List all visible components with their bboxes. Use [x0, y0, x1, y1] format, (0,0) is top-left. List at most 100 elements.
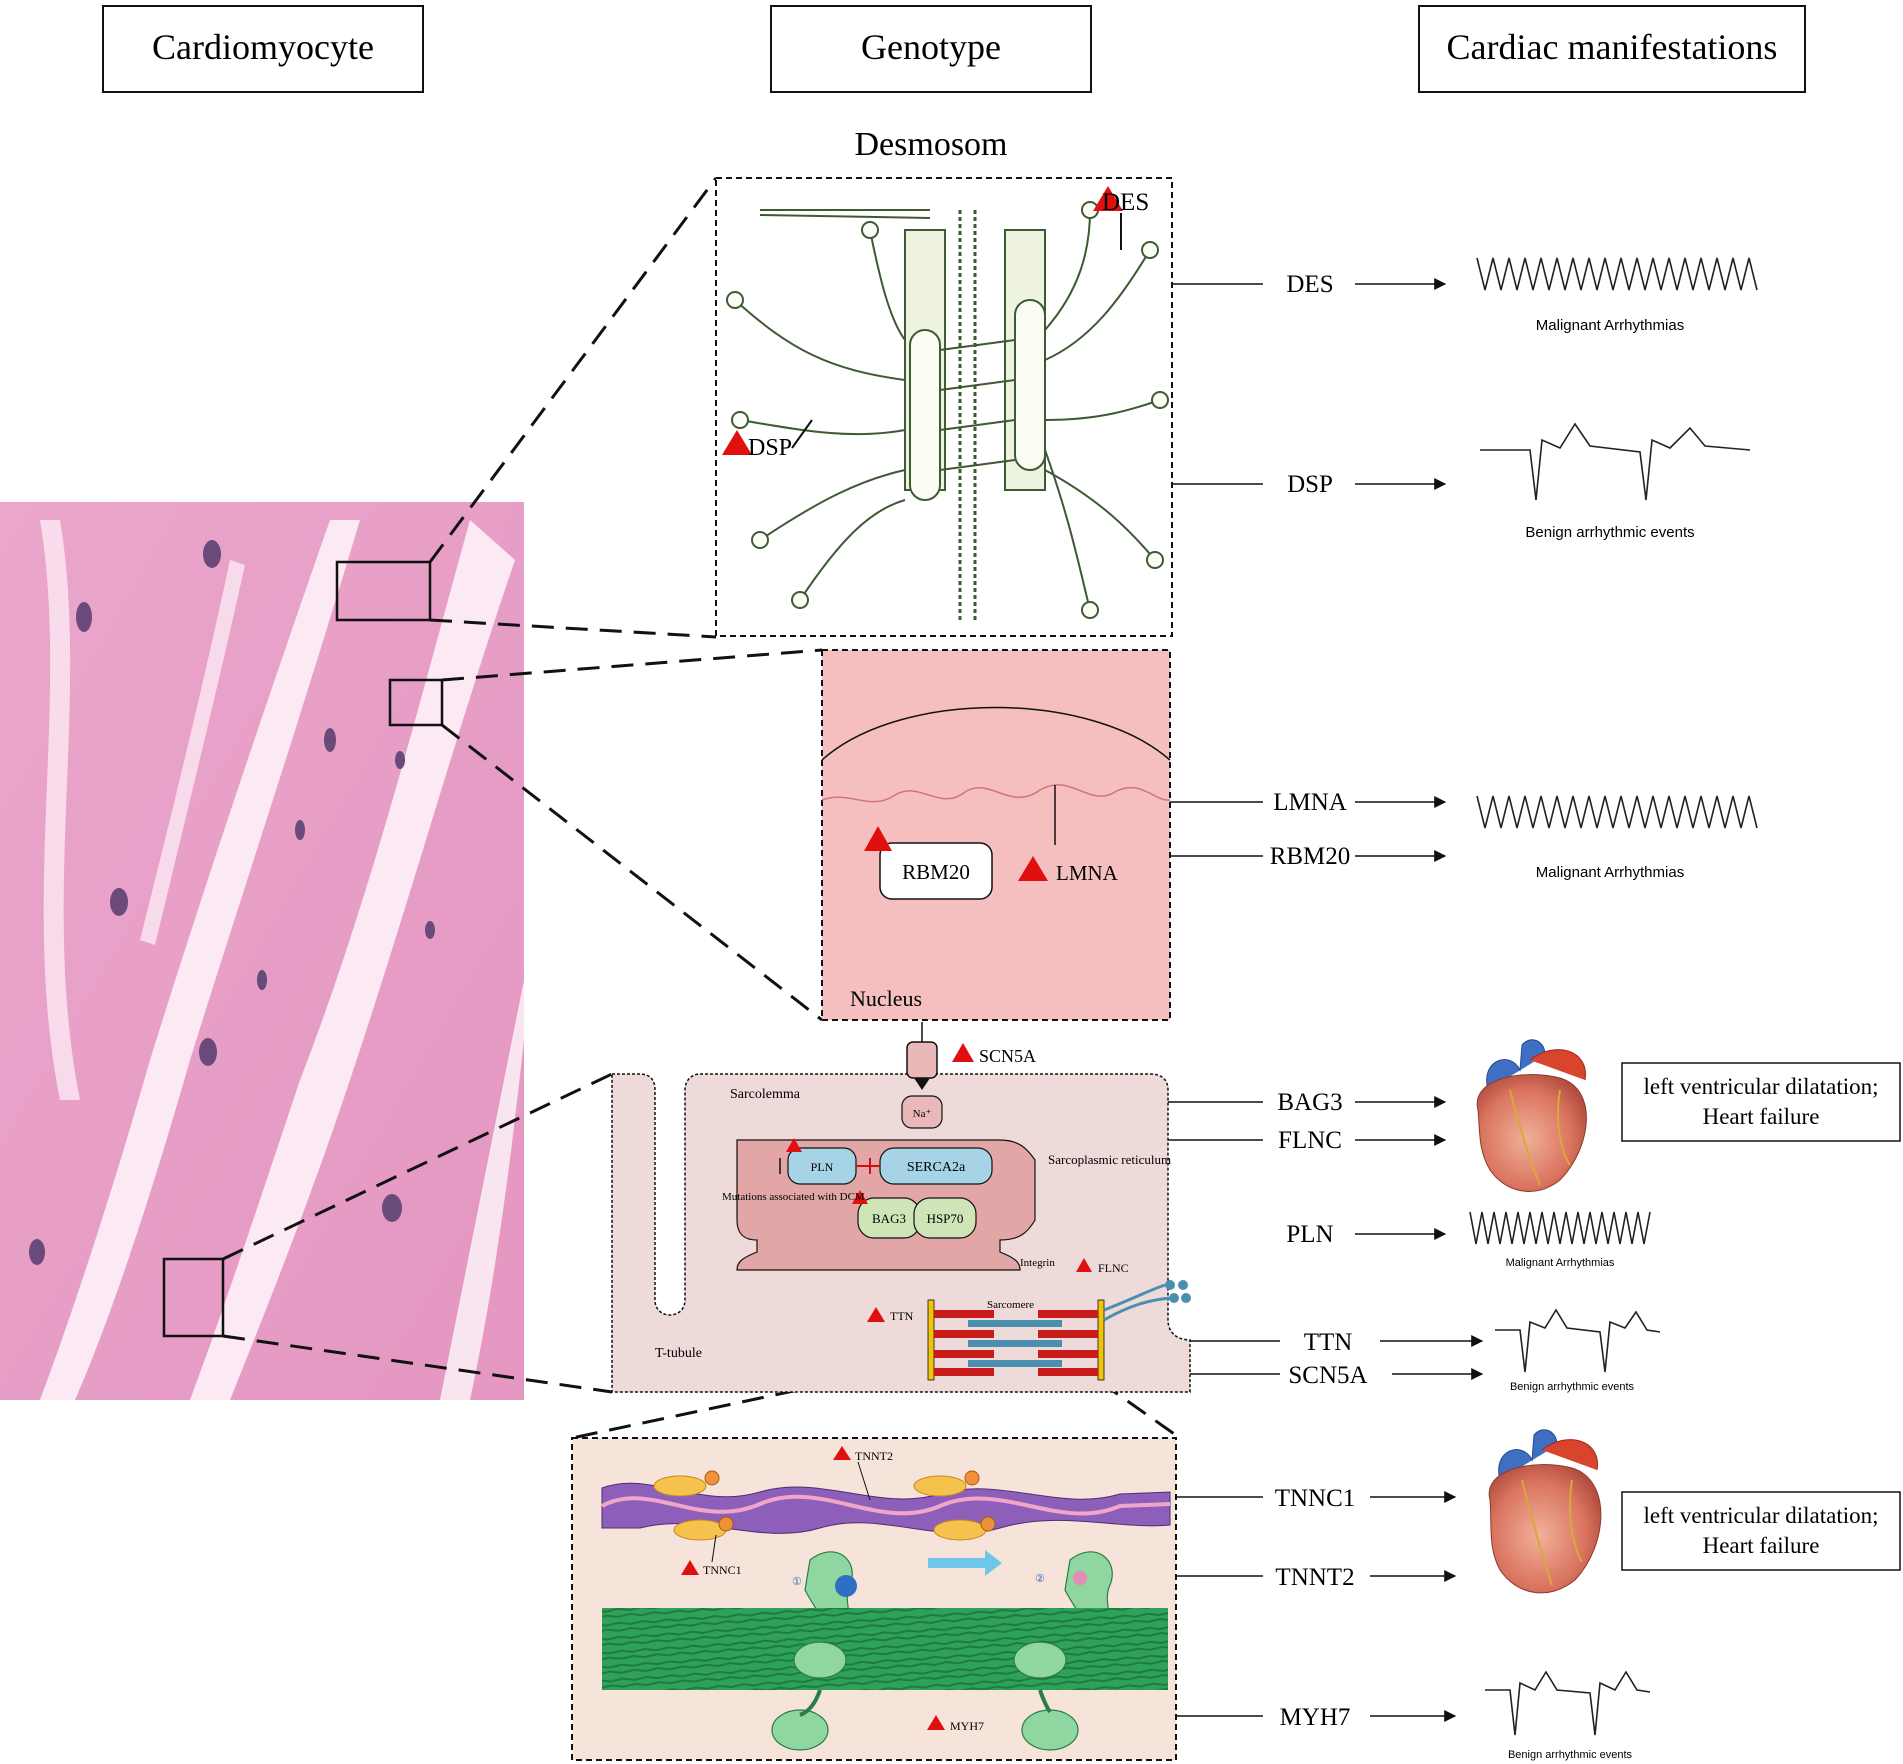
dilatation-line2: Heart failure: [1703, 1104, 1820, 1129]
header-cardiomyocyte: Cardiomyocyte: [102, 5, 424, 93]
mutation-marker-tnnt2: [833, 1446, 851, 1460]
row-gene-label: MYH7: [1280, 1704, 1351, 1731]
dilatation-line1: left ventricular dilatation;: [1643, 1074, 1878, 1099]
dilatation-box-2: left ventricular dilatation; Heart failu…: [1621, 1491, 1901, 1571]
mutation-marker-tnnc1: [681, 1560, 699, 1575]
tnnt2-marker-label: TNNT2: [855, 1449, 893, 1463]
row-gene-label: PLN: [1286, 1221, 1333, 1248]
desmosome-des-label: DES: [1102, 189, 1149, 216]
row-gene-label: TTN: [1304, 1329, 1353, 1356]
heart-illustration-2: [1488, 1429, 1602, 1594]
gene-row-rbm20: RBM20: [1170, 843, 1447, 870]
gene-row-ttn: TTN: [1190, 1329, 1484, 1356]
ecg-malignant-des: [1476, 257, 1758, 291]
t-tubule-label: T-tubule: [655, 1346, 702, 1361]
row-gene-label: TNNT2: [1275, 1564, 1354, 1591]
gene-row-pln: PLN: [1286, 1221, 1447, 1248]
caption-dsp-benign: Benign arrhythmic events: [1525, 524, 1694, 541]
mutation-marker-bag3: [852, 1190, 868, 1204]
mutation-marker-myh7: [927, 1715, 945, 1730]
mutation-marker-flnc: [1076, 1258, 1092, 1272]
gene-row-myh7: MYH7: [1176, 1704, 1457, 1731]
gene-row-dsp: DSP: [1172, 471, 1447, 498]
caption-des-malignant: Malignant Arrhythmias: [1536, 317, 1684, 334]
thin-filament-panel: TNNT2 TNNC1 ① ② MYH7: [571, 1437, 1177, 1761]
ecg-malignant-pln: [1469, 1211, 1651, 1245]
sodium-channel: Na⁺: [901, 1022, 943, 1129]
caption-myh7-benign: Benign arrhythmic events: [1508, 1749, 1633, 1761]
step-2-label: ②: [1035, 1573, 1045, 1585]
pln-label: PLN: [811, 1160, 834, 1174]
ttn-marker-label: TTN: [890, 1309, 914, 1323]
sodium-label: Na⁺: [913, 1108, 932, 1120]
ecg-benign-ttn: [1495, 1308, 1661, 1373]
scn5a-marker-label: SCN5A: [979, 1046, 1036, 1066]
row-gene-label: DES: [1286, 271, 1333, 298]
sarcolemma-label: Sarcolemma: [730, 1087, 801, 1102]
ecg-benign-myh7: [1485, 1670, 1651, 1736]
gene-row-tnnt2: TNNT2: [1176, 1564, 1457, 1591]
ecg-traces: [1469, 257, 1758, 1736]
flnc-marker-label: FLNC: [1098, 1261, 1129, 1275]
header-manifestations-text: Cardiac manifestations: [1447, 27, 1778, 67]
mutation-marker-des: [1093, 186, 1123, 211]
sr-label: Sarcoplasmic reticulum: [1048, 1152, 1171, 1167]
nucleus-lmna-label: LMNA: [1056, 861, 1119, 885]
gene-row-bag3: BAG3: [1168, 1089, 1447, 1116]
mutation-marker-rbm20: [864, 826, 892, 851]
gene-row-flnc: FLNC: [1168, 1127, 1447, 1154]
dilatation-line1: left ventricular dilatation;: [1643, 1503, 1878, 1528]
mutation-marker-pln: [786, 1138, 802, 1152]
zoom-box-desmosome: [335, 560, 432, 622]
caption-pln-malignant: Malignant Arrhythmias: [1506, 1257, 1615, 1269]
mutation-marker-dsp: [722, 430, 752, 455]
nucleus-rbm20-label: RBM20: [902, 860, 970, 884]
gene-row-des: DES: [1172, 271, 1447, 298]
ecg-malignant-lmna: [1476, 795, 1758, 829]
header-genotype: Genotype: [770, 5, 1092, 93]
header-genotype-text: Genotype: [861, 27, 1001, 67]
heart-illustration-1: [1476, 1039, 1587, 1192]
step-1-label: ①: [792, 1576, 802, 1588]
sarcolemma-panel: Na⁺ SCN5A Sarcolemma PLN SERCA2a BAG3 HS…: [611, 1022, 1191, 1393]
mutation-marker-scn5a: [952, 1043, 974, 1062]
desmosome-panel: DES DSP: [715, 177, 1173, 637]
rbm20-box: [879, 842, 993, 900]
dilatation-line2: Heart failure: [1703, 1533, 1820, 1558]
dilatation-box-1: left ventricular dilatation; Heart failu…: [1621, 1062, 1901, 1142]
integrin-label: Integrin: [1020, 1257, 1055, 1269]
zoom-box-nucleus: [388, 678, 444, 727]
sarcomere-label: Sarcomere: [987, 1299, 1034, 1311]
zoom-box-sarcolemma: [162, 1257, 225, 1338]
row-gene-label: SCN5A: [1288, 1362, 1367, 1389]
row-gene-label: FLNC: [1278, 1127, 1342, 1154]
header-cardiomyocyte-text: Cardiomyocyte: [152, 27, 374, 67]
header-cardiac-manifestations: Cardiac manifestations: [1418, 5, 1806, 93]
row-gene-label: RBM20: [1270, 843, 1351, 870]
myh7-marker-label: MYH7: [950, 1719, 984, 1733]
caption-ttn-benign: Benign arrhythmic events: [1510, 1381, 1635, 1393]
row-gene-label: LMNA: [1273, 789, 1347, 816]
mutation-marker-lmna: [1018, 856, 1048, 881]
histology-image: [0, 502, 524, 1400]
nucleus-panel: RBM20 LMNA Nucleus: [821, 649, 1171, 1021]
mutations-note: Mutations associated with DCM: [722, 1191, 865, 1203]
mutation-marker-ttn: [867, 1307, 885, 1322]
row-gene-label: BAG3: [1277, 1089, 1342, 1116]
caption-lmna-malignant: Malignant Arrhythmias: [1536, 864, 1684, 881]
row-gene-label: TNNC1: [1275, 1485, 1356, 1512]
gene-row-tnnc1: TNNC1: [1176, 1485, 1457, 1512]
zoom-connector-lines: [222, 177, 1181, 1440]
serca-label: SERCA2a: [907, 1160, 966, 1175]
sarcomere: [927, 1280, 1191, 1381]
gene-row-scn5a: SCN5A: [1190, 1362, 1484, 1389]
desmosome-title: Desmosom: [855, 126, 1008, 163]
tnnc1-marker-label: TNNC1: [703, 1563, 742, 1577]
row-gene-label: DSP: [1287, 471, 1333, 498]
desmosome-dsp-label: DSP: [748, 435, 792, 461]
hsp70-label: HSP70: [927, 1211, 964, 1226]
nucleus-label: Nucleus: [850, 986, 922, 1011]
gene-row-lmna: LMNA: [1170, 789, 1447, 816]
bag3-label: BAG3: [872, 1211, 906, 1226]
